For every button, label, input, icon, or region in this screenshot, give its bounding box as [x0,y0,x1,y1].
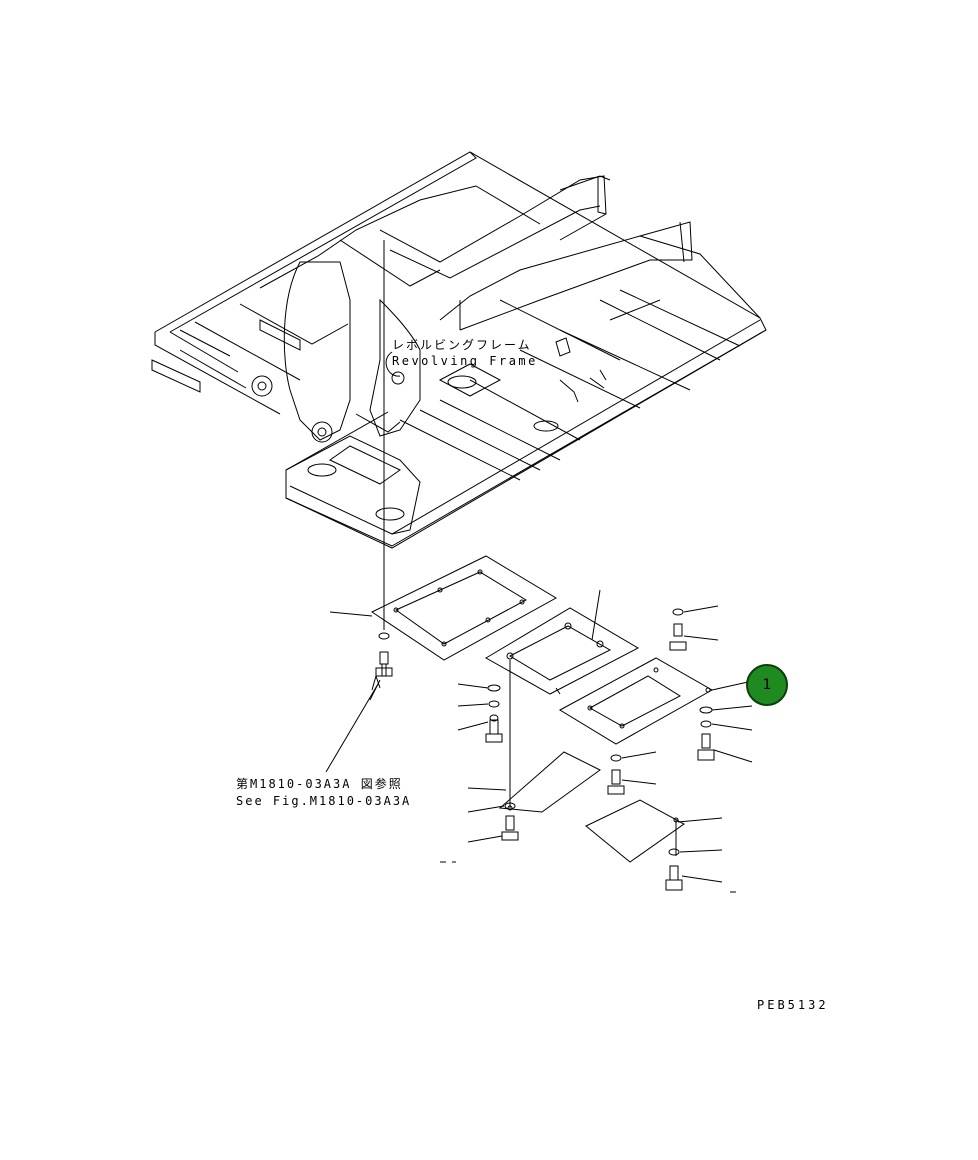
frame-label-jp: レボルビングフレーム [392,338,532,352]
revolving-frame [151,151,767,549]
cover-plate-d [467,660,601,813]
cover-plate-c [558,657,749,745]
frame-leaders [383,240,401,630]
part-callout-1[interactable]: 1 [746,664,788,706]
drawing-code: PEB5132 [757,998,829,1012]
figure-reference-en: See Fig.M1810-03A3A [236,794,412,808]
frame-label-en: Revolving Frame [392,354,538,368]
part-callout-number: 1 [762,677,772,693]
cover-plate-e [585,799,723,863]
figure-reference-jp: 第M1810-03A3A 図参照 [236,777,403,791]
fasteners [325,605,753,893]
cover-plate-b [485,589,640,695]
cover-plate-a [329,555,558,661]
